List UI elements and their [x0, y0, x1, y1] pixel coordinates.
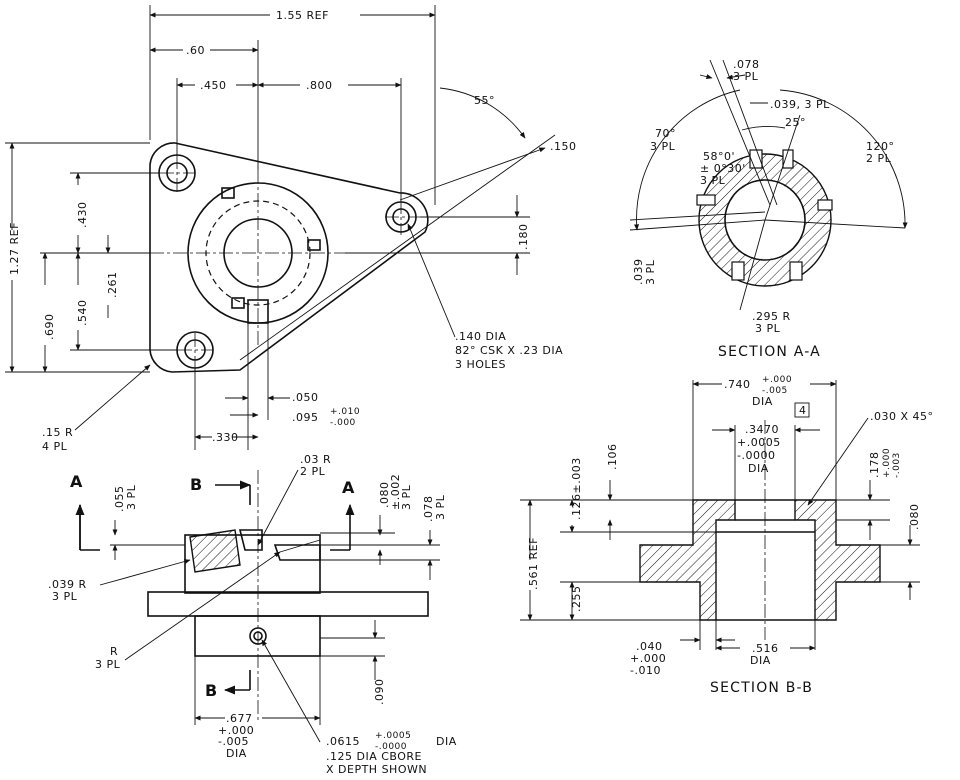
- radius-note: .15 R: [42, 426, 73, 439]
- hole-note-line2: 82° CSK X .23 DIA: [455, 344, 563, 357]
- dim-180: .180: [517, 224, 530, 251]
- bb-d040-plus: +.000: [630, 652, 666, 665]
- fv-d677-dia: DIA: [226, 747, 247, 760]
- section-mark-a-left: A: [70, 472, 83, 491]
- bb-d3470: .3470: [745, 423, 779, 436]
- fv-pin-depth: X DEPTH SHOWN: [326, 763, 427, 776]
- aa-dim-039b-pl: 3 PL: [644, 259, 657, 285]
- fv-r039: .039 R: [48, 578, 87, 591]
- fv-d677-plus: +.000: [218, 724, 254, 737]
- aa-angle-58: 58°0': [703, 150, 735, 163]
- fv-d055-pl: 3 PL: [125, 484, 138, 510]
- fv-d090: .090: [373, 679, 386, 706]
- front-view: A A B B .03 R 2 PL .055 3 PL .080 ±.002 …: [48, 453, 457, 776]
- top-view: 1.55 REF .60 .450 .800 55° .150 .430 .26…: [5, 5, 577, 453]
- bb-d040-minus: -.010: [630, 664, 661, 677]
- fv-pin-minus: -.0000: [375, 742, 407, 752]
- section-aa-title: SECTION A-A: [718, 344, 821, 360]
- dim-095: .095: [292, 411, 319, 424]
- bb-d3470-plus: +.0005: [737, 436, 781, 449]
- aa-angle-120-pl: 2 PL: [866, 152, 892, 165]
- dim-angle-55: 55°: [474, 94, 495, 107]
- dim-050: .050: [292, 391, 319, 404]
- aa-angle-120: 120°: [866, 140, 895, 153]
- bb-d740-minus: -.005: [762, 386, 788, 396]
- aa-dim-039b: .039: [632, 259, 645, 286]
- dim-261: .261: [106, 272, 119, 299]
- fv-d677: .677: [226, 712, 253, 725]
- fv-pin-plus: +.0005: [375, 731, 411, 741]
- section-bb: .740 +.000 -.005 DIA 4 .030 X 45° .3470 …: [520, 375, 934, 696]
- plate-outline: [149, 142, 429, 373]
- fv-d078: .078: [422, 496, 435, 523]
- dim-800: .800: [306, 79, 333, 92]
- dim-150: .150: [550, 140, 577, 153]
- dim-430: .430: [76, 202, 89, 229]
- aa-dim-078: .078: [733, 58, 760, 71]
- bb-chamfer: .030 X 45°: [870, 410, 934, 423]
- dim-330: .330: [212, 431, 239, 444]
- section-mark-b-bottom: B: [205, 681, 218, 700]
- aa-dim-039: .039, 3 PL: [770, 98, 830, 111]
- aa-radius-295-pl: 3 PL: [755, 322, 781, 335]
- hole-note-line3: 3 HOLES: [455, 358, 506, 371]
- fv-d055: .055: [113, 486, 126, 513]
- aa-radius-295: .295 R: [752, 310, 791, 323]
- fv-pin-cbore: .125 DIA CBORE: [326, 750, 422, 763]
- section-mark-b-top: B: [190, 475, 203, 494]
- bb-flag: 4: [799, 404, 807, 417]
- fv-pin-dia-label: DIA: [436, 735, 457, 748]
- dim-095-tol-minus: -.000: [330, 418, 356, 428]
- bb-d178: .178: [868, 452, 881, 479]
- dim-540: .540: [76, 300, 89, 327]
- dim-690: .690: [43, 314, 56, 341]
- bb-d3470-minus: -.0000: [737, 449, 775, 462]
- bb-d040: .040: [636, 640, 663, 653]
- fv-d080: .080: [378, 482, 391, 509]
- bb-d740-plus: +.000: [762, 375, 792, 385]
- bb-d3470-dia: DIA: [748, 462, 769, 475]
- fv-d677-minus: -.005: [218, 735, 249, 748]
- radius-note-pl: 4 PL: [42, 440, 68, 453]
- bb-d126: .126±.003: [570, 457, 583, 520]
- aa-angle-58-tol: ± 0°30': [700, 162, 746, 175]
- bb-d740-dia: DIA: [752, 395, 773, 408]
- fv-r-pl: 3 PL: [95, 658, 121, 671]
- fv-r03-pl: 2 PL: [300, 465, 326, 478]
- bb-d255: .255: [570, 586, 583, 613]
- bb-d516: .516: [752, 642, 779, 655]
- dim-overall-width: 1.55 REF: [276, 9, 329, 22]
- section-mark-a-right: A: [342, 478, 355, 497]
- section-aa: .078 3 PL .039, 3 PL 25° 70° 3 PL 58°0' …: [629, 58, 908, 360]
- fv-pin-dia: .0615: [326, 735, 360, 748]
- aa-dim-078-pl: 3 PL: [733, 70, 759, 83]
- hole-note-line1: .140 DIA: [455, 330, 506, 343]
- bb-d106: .106: [606, 444, 619, 471]
- fv-r039-pl: 3 PL: [52, 590, 78, 603]
- aa-angle-25: 25°: [785, 116, 806, 129]
- bb-d178-plus: +.000: [882, 448, 892, 478]
- bb-d740: .740: [724, 378, 751, 391]
- bb-d516-dia: DIA: [750, 654, 771, 667]
- bb-d178-minus: -.003: [892, 452, 902, 478]
- fv-r03: .03 R: [300, 453, 331, 466]
- bb-d080: .080: [908, 504, 921, 531]
- section-bb-title: SECTION B-B: [710, 680, 813, 696]
- fv-r: R: [110, 645, 118, 658]
- fv-d080-pl: 3 PL: [400, 484, 413, 510]
- bb-d561: .561 REF: [527, 537, 540, 590]
- fv-d078-pl: 3 PL: [434, 494, 447, 520]
- aa-angle-70-pl: 3 PL: [650, 140, 676, 153]
- dim-060: .60: [186, 44, 205, 57]
- dim-overall-height: 1.27 REF: [8, 222, 21, 275]
- aa-angle-58-pl: 3 PL: [700, 174, 726, 187]
- fv-d080-tol: ±.002: [389, 474, 402, 510]
- dim-450: .450: [200, 79, 227, 92]
- aa-angle-70: 70°: [655, 127, 676, 140]
- dim-095-tol-plus: +.010: [330, 407, 360, 417]
